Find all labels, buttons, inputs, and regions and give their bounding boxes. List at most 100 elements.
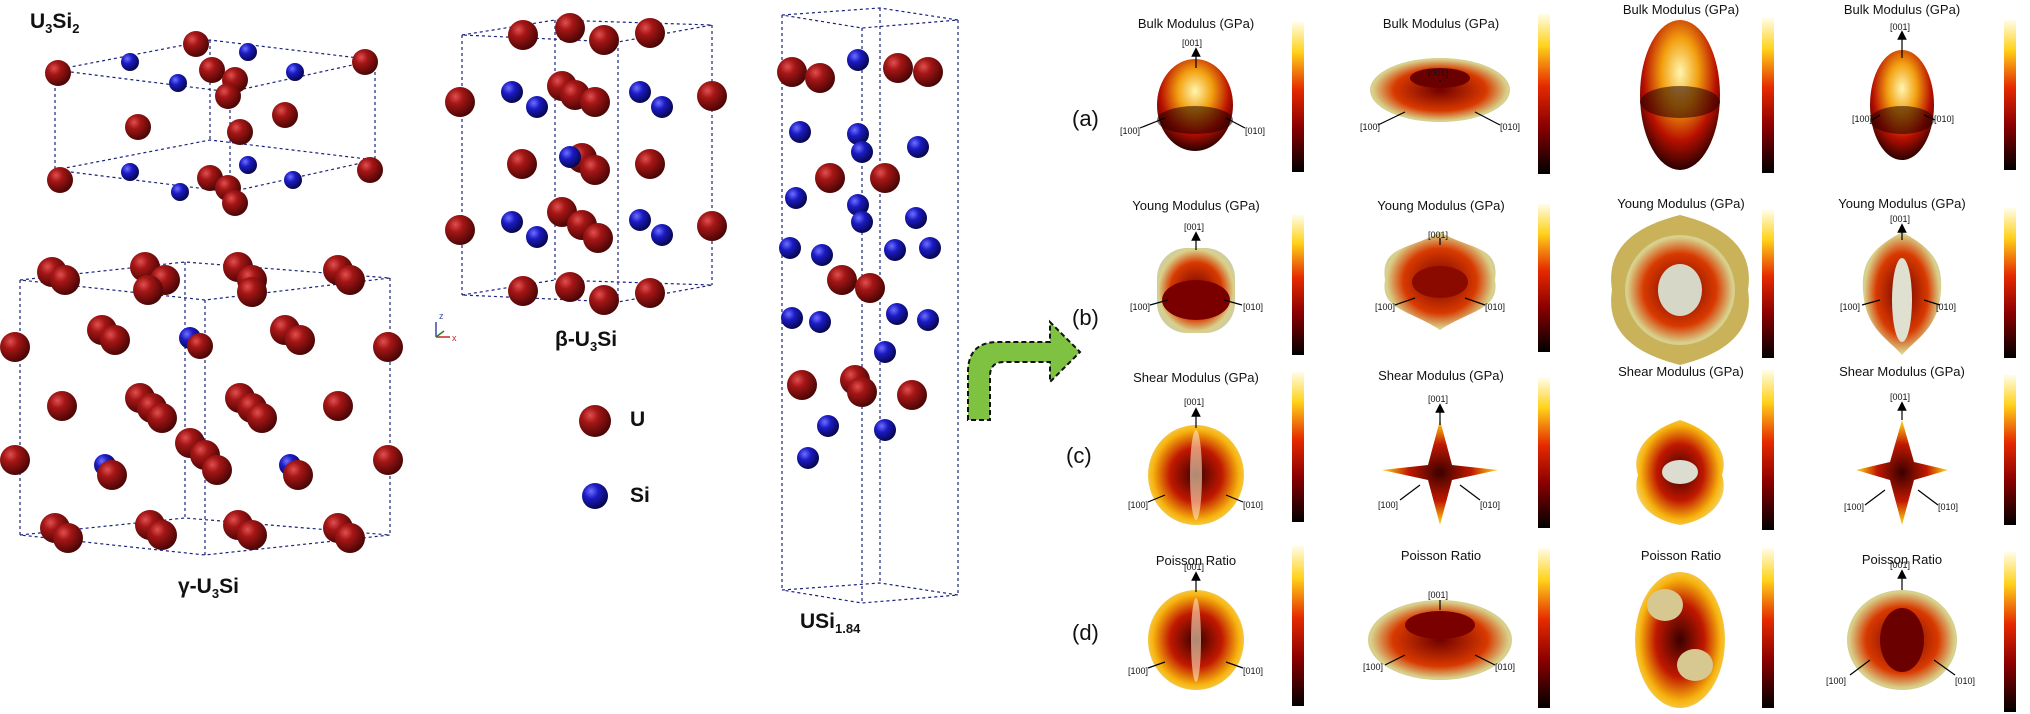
axis-z-c4: [001] [1890,392,1911,402]
axis-x-d1: [100] [1128,666,1149,676]
title-bulk-2: Bulk Modulus (GPa) [1382,16,1500,31]
legend-u-atom-icon [579,405,611,437]
usi184-label: USi1.84 [800,610,860,636]
surface-young-gamma [1384,232,1496,330]
surface-bulk-usi [1870,50,1934,160]
surface-shear-beta [1636,420,1724,525]
surface-poisson-u3si2 [1148,590,1244,690]
axis-y-c4: [010] [1938,502,1959,512]
direction-pointers [1139,30,1956,676]
title-young-1: Young Modulus (GPa) [1132,198,1260,213]
surface-young-u3si2 [1157,248,1235,333]
axis-x-d2: [100] [1363,662,1384,672]
u3si2-label: U3Si2 [30,10,79,36]
title-poisson-1: Poisson Ratio [1155,553,1237,568]
usi184-atoms [777,49,943,469]
surface-poisson-gamma [1368,600,1512,680]
surface-young-beta [1611,215,1749,365]
legend-si-label: Si [630,484,650,507]
title-young-3: Young Modulus (GPa) [1617,196,1745,211]
usi-label-sub: 1.84 [835,621,861,637]
axis-x-b4: [100] [1840,302,1861,312]
axis-x-b2: [100] [1375,302,1396,312]
axis-z-d4: [001] [1890,560,1911,570]
axis-y-b2: [010] [1485,302,1506,312]
axis-x-c2: [100] [1378,500,1399,510]
axis-z-d2: [001] [1428,590,1449,600]
gamma-label-sub: 3 [211,586,220,602]
title-bulk-4: Bulk Modulus (GPa) [1843,2,1961,17]
axis-x-a4: [100] [1852,114,1873,124]
axis-x-b1: [100] [1130,302,1151,312]
surface-bulk-u3si2 [1157,59,1233,151]
surface-shear-u3si2 [1148,425,1244,525]
row-label-a: (a) [1072,106,1099,131]
title-poisson-2: Poisson Ratio [1400,548,1482,563]
axis-y-a1: [010] [1245,126,1266,136]
axis-y-b4: [010] [1936,302,1957,312]
surface-poisson-usi [1847,590,1957,690]
surface-bulk-gamma [1370,58,1510,122]
surface-poisson-beta [1635,572,1725,708]
axis-z-b4: [001] [1890,214,1911,224]
beta-label-sub: 3 [589,339,598,355]
u3si2-label-mid: Si [52,10,73,33]
axis-x-a2: [100] [1360,122,1381,132]
surface-young-usi [1862,232,1942,355]
axis-x-d4: [100] [1826,676,1847,686]
legend-u-label: U [630,408,646,431]
row-label-b: (b) [1072,305,1099,330]
axis-z-a4: [001] [1890,22,1911,32]
axis-y-d4: [010] [1955,676,1976,686]
title-young-2: Young Modulus (GPa) [1377,198,1505,213]
axis-y-c1: [010] [1243,500,1264,510]
gamma-label-main: γ-U [178,575,212,598]
axis-y-c2: [010] [1480,500,1501,510]
axis-z-d1: [001] [1184,562,1205,572]
row-label-c: (c) [1066,443,1092,468]
title-poisson-3: Poisson Ratio [1640,548,1722,563]
u3si2-label-main: U [30,10,46,33]
row-label-d: (d) [1072,620,1099,645]
title-bulk-1: Bulk Modulus (GPa) [1137,16,1255,31]
axis-z-a1: [001] [1182,38,1203,48]
title-poisson-4: Poisson Ratio [1861,552,1943,567]
axis-x-a1: [100] [1120,126,1141,136]
axis-y-b1: [010] [1243,302,1264,312]
svg-text:x: x [452,333,457,343]
title-shear-4: Shear Modulus (GPa) [1839,364,1965,379]
axis-z-c1: [001] [1184,397,1205,407]
title-bulk-3: Bulk Modulus (GPa) [1622,2,1740,17]
axis-y-a4: [010] [1934,114,1955,124]
usi184-structure [781,7,959,604]
surface-shear-gamma [1382,420,1498,525]
beta-u3si-atoms [445,13,727,315]
gamma-label-end: Si [219,575,239,598]
axis-x-c1: [100] [1128,500,1149,510]
axis-z-b2: [001] [1428,230,1449,240]
title-shear-3: Shear Modulus (GPa) [1618,364,1744,379]
title-shear-2: Shear Modulus (GPa) [1378,368,1504,383]
axis-z-c2: [001] [1428,394,1449,404]
beta-label-end: Si [597,328,618,351]
u3si2-label-sub1: 3 [45,21,53,37]
svg-text:z: z [439,311,444,321]
gamma-u3si-label: γ-U3Si [178,575,239,601]
beta-u3si-label: β-U3Si [555,328,617,354]
legend-si-atom-icon [582,483,608,509]
u3si2-atoms [45,31,383,216]
axis-triad-icon: z x [435,311,457,343]
surface-shear-usi [1856,420,1948,525]
u3si2-label-sub2: 2 [72,21,80,37]
title-young-4: Young Modulus (GPa) [1838,196,1966,211]
surface-bulk-beta [1640,20,1720,170]
axis-z-b1: [001] [1184,222,1205,232]
colorbars [1292,14,2016,712]
axis-y-d1: [010] [1243,666,1264,676]
usi-label-main: USi [800,610,836,633]
axis-z-a2: [001] [1428,68,1449,78]
axis-x-c4: [100] [1844,502,1865,512]
gamma-u3si-atoms [0,252,403,553]
beta-label-main: β-U [555,328,590,351]
